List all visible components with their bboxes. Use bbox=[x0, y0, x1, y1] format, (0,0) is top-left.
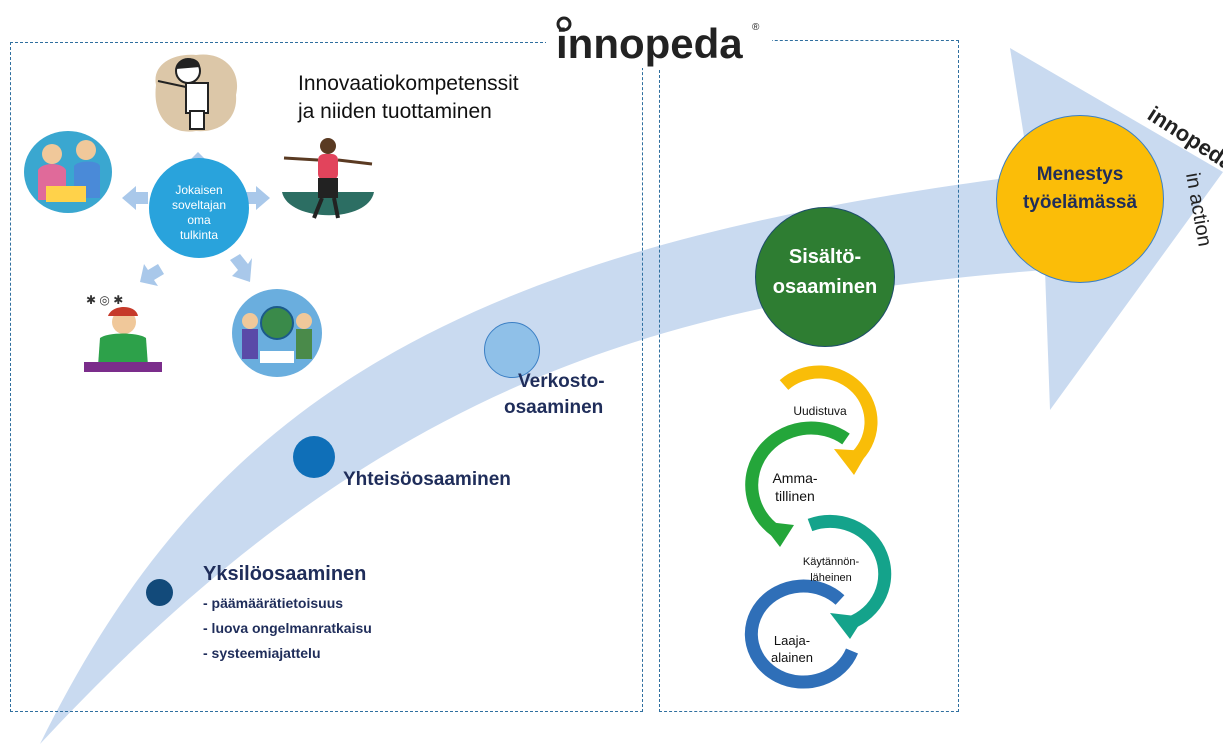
cycle-label-3a: Käytännön- bbox=[802, 556, 860, 568]
innopeda-logo: innopeda ® bbox=[546, 8, 772, 68]
intro-line2: ja niiden tuottaminen bbox=[298, 100, 492, 123]
corner-tagline: in action bbox=[1181, 171, 1216, 248]
content-competence-circle bbox=[755, 207, 895, 347]
svg-text:✱ ◎ ✱: ✱ ◎ ✱ bbox=[86, 293, 123, 307]
corner-logo: innopeda in action bbox=[1128, 100, 1223, 280]
hub-circle bbox=[149, 158, 249, 258]
cycle-rings bbox=[744, 365, 892, 689]
success-line2: työelämässä bbox=[1022, 192, 1138, 213]
community-competence-dot bbox=[293, 436, 335, 478]
students-clipart-icon bbox=[24, 131, 112, 213]
teacher-clipart-icon bbox=[155, 54, 238, 132]
hub-line2: soveltajan bbox=[171, 198, 227, 212]
logo-text: innopeda bbox=[556, 20, 743, 67]
individual-item-1: - päämäärätietoisuus bbox=[203, 595, 344, 611]
hub-line1: Jokaisen bbox=[175, 183, 223, 197]
content-line1: Sisältö- bbox=[788, 246, 862, 268]
cycle-label-2a: Amma- bbox=[772, 470, 818, 486]
content-line2: osaaminen bbox=[772, 276, 878, 298]
dancer-clipart-icon bbox=[282, 138, 374, 219]
individual-competence-dot bbox=[146, 579, 173, 606]
community-label: Yhteisöosaaminen bbox=[343, 469, 511, 490]
globe-students-clipart-icon bbox=[232, 289, 322, 377]
right-frame bbox=[659, 40, 959, 712]
cycle-label-1: Uudistuva bbox=[793, 404, 847, 418]
hub-line3: oma bbox=[187, 213, 211, 227]
success-line1: Menestys bbox=[1036, 164, 1124, 185]
cycle-label-3b: läheinen bbox=[810, 572, 852, 584]
cycle-label-2b: tillinen bbox=[775, 488, 815, 504]
success-circle bbox=[996, 115, 1164, 283]
cycle-label-4b: alainen bbox=[771, 650, 813, 665]
hub-line4: tulkinta bbox=[179, 228, 219, 242]
individual-item-3: - systeemiajattelu bbox=[203, 645, 321, 661]
network-competence-dot bbox=[484, 322, 540, 378]
stressed-student-clipart-icon: ✱ ◎ ✱ bbox=[84, 293, 162, 372]
individual-item-2: - luova ongelmanratkaisu bbox=[203, 620, 372, 636]
cycle-label-4a: Laaja- bbox=[773, 633, 811, 648]
individual-label: Yksilöosaaminen bbox=[203, 563, 367, 585]
network-label-line1: Verkosto- bbox=[518, 371, 605, 392]
left-frame bbox=[10, 42, 643, 712]
network-label-line2: osaaminen bbox=[504, 397, 604, 418]
intro-line1: Innovaatiokompetenssit bbox=[298, 72, 519, 95]
logo-registered: ® bbox=[752, 22, 760, 33]
